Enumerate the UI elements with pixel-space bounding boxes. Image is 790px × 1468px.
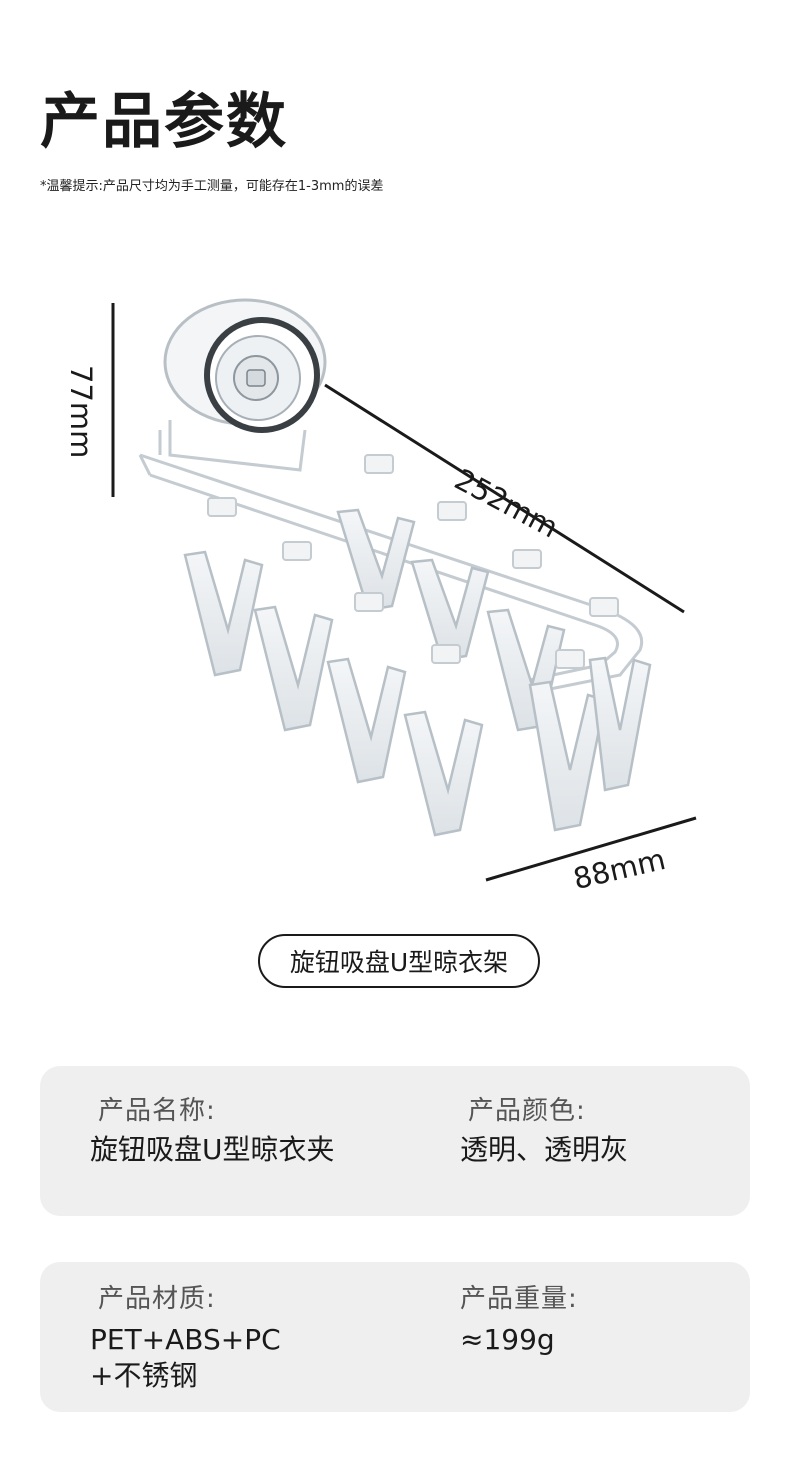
color-value: 透明、透明灰: [460, 1133, 629, 1166]
weight-value: ≈199g: [460, 1323, 555, 1356]
page-title: 产品参数: [40, 87, 288, 157]
clip-mounts: [207, 454, 619, 669]
measurement-note: *温馨提示:产品尺寸均为手工测量，可能存在1-3mm的误差: [40, 179, 384, 194]
product-name-badge: 旋钮吸盘U型晾衣架: [258, 934, 540, 988]
color-label: 产品颜色:: [468, 1096, 586, 1126]
suction-cup: [163, 298, 327, 472]
name-value: 旋钮吸盘U型晾衣夹: [90, 1133, 335, 1166]
length-dimension-line: [324, 383, 685, 614]
material-value-line1: PET+ABS+PC: [90, 1323, 281, 1356]
height-label: 77mm: [64, 365, 98, 459]
width-dimension-line: [485, 816, 697, 882]
spec-card-material-weight: 产品材质: PET+ABS+PC +不锈钢 产品重量: ≈199g: [40, 1262, 750, 1412]
product-illustration: [111, 298, 697, 882]
name-label: 产品名称:: [98, 1096, 216, 1126]
material-value-line2: +不锈钢: [90, 1359, 198, 1392]
spec-card-name-color: 产品名称: 旋钮吸盘U型晾衣夹 产品颜色: 透明、透明灰: [40, 1066, 750, 1216]
clothespins: [183, 508, 652, 837]
weight-label: 产品重量:: [460, 1284, 578, 1314]
material-label: 产品材质:: [98, 1284, 216, 1314]
product-diagram: 77mm 252mm 88mm: [0, 290, 790, 910]
